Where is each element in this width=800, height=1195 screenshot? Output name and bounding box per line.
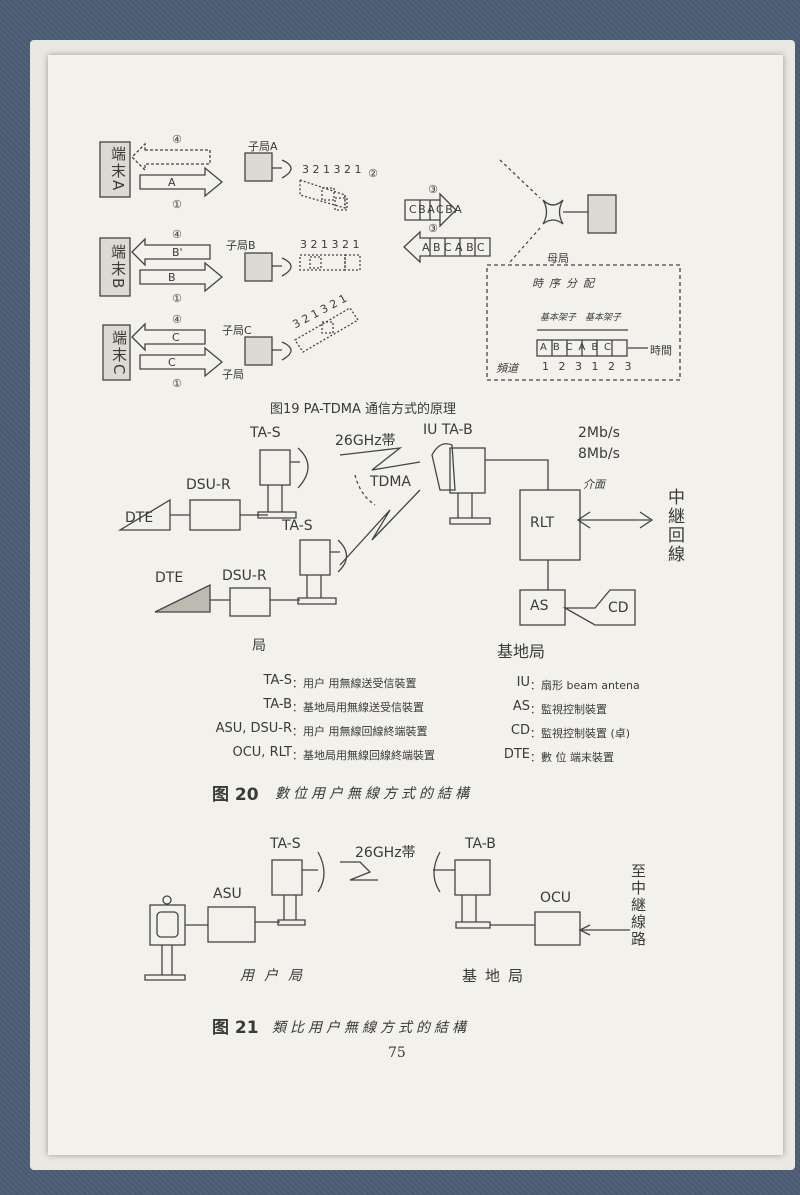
inset-channel: 頻道: [496, 362, 518, 375]
legend-desc: ：用户 用無線回線終端裝置: [292, 725, 428, 738]
relay-line-label: 中継回線: [664, 488, 684, 564]
fig21-caption: 類比用户無線方式的結構: [272, 1020, 470, 1036]
band-label: 26GHz帯: [355, 845, 416, 861]
arrow-label-b: B: [168, 271, 176, 284]
dte-label-2: DTE: [155, 570, 184, 586]
page-number: 75: [388, 1045, 406, 1061]
substation-c-label: 子局C: [222, 324, 252, 337]
legend-desc: ：基地局用無線回線終端裝置: [292, 749, 435, 762]
ta-s-label: TA-S: [250, 425, 281, 441]
fig21-caption-number: 图 21: [212, 1018, 259, 1038]
legend-term: TA-B: [263, 697, 292, 712]
ta-s-label-2: TA-S: [282, 518, 313, 534]
rlt-label: RLT: [530, 515, 555, 531]
interface-label: 介面: [583, 478, 605, 491]
user-station-label: 用户局: [240, 968, 312, 984]
arrow-label-c: C: [168, 356, 176, 369]
inset-frame-label: 基本架子: [585, 313, 622, 323]
step-mark: ①: [172, 377, 182, 390]
band-label: 26GHz帯: [335, 433, 396, 449]
inset-slots: ABCABC: [540, 342, 618, 353]
substation-a-label: 子局A: [248, 140, 278, 153]
fig19-caption: 图19 PA-TDMA 通信方式的原理: [270, 402, 456, 417]
slot-numbers: 3 2 1 3 2 1: [302, 163, 362, 176]
step-mark: ④: [172, 133, 182, 146]
packet-bursts: [294, 179, 361, 353]
legend-term: TA-S: [263, 673, 292, 688]
step-mark: ③: [428, 183, 438, 196]
base-station-label: 基地局: [462, 967, 532, 985]
uplink-frame: CBACBA: [409, 203, 464, 216]
slot-numbers: 3 2 1 3 2 1: [300, 238, 360, 251]
fig20-shapes: [117, 443, 654, 626]
substation-antennas: [272, 159, 292, 361]
legend-term: IU: [516, 675, 530, 690]
step-mark: ③: [428, 222, 438, 235]
fig21-shapes: [144, 851, 630, 981]
user-station-label: 局: [252, 638, 266, 654]
fig20-caption-number: 图 20: [212, 785, 259, 805]
step-mark: ④: [172, 313, 182, 326]
step-mark: ②: [368, 167, 378, 180]
rate-2mbps: 2Mb/s: [578, 425, 620, 441]
step-mark: ④: [172, 228, 182, 241]
legend-desc: ：基地局用無線送受信裝置: [292, 701, 424, 714]
ocu-label: OCU: [540, 890, 572, 906]
satellite-station: [499, 159, 617, 263]
frame-arrows: [403, 192, 491, 264]
as-label: AS: [530, 598, 549, 614]
to-relay-line-label: 至中継線路: [629, 863, 647, 948]
inset-slots: [536, 329, 648, 357]
step-mark: ①: [172, 198, 182, 211]
inset-frame-label: 基本架子: [540, 313, 577, 323]
base-station-label: 基地局: [497, 642, 546, 661]
ta-s-label: TA-S: [270, 836, 301, 852]
data-arrows: [131, 142, 224, 378]
legend-desc: ：監視控制裝置 (卓): [530, 727, 631, 740]
legend-term: CD: [510, 723, 530, 738]
arrow-label-c-top: C: [172, 331, 180, 344]
iu-ta-b-label: IU TA-B: [423, 422, 473, 438]
terminal-b-label: 端末B: [109, 244, 127, 291]
master-station-label: 母局: [547, 252, 569, 265]
fig20-caption: 數位用户無線方式的結構: [275, 786, 473, 802]
terminal-a-label: 端末A: [109, 146, 127, 193]
tdma-label: TDMA: [370, 474, 411, 490]
legend-desc: ：扇形 beam antena: [530, 679, 640, 692]
legend-term: DTE: [503, 747, 530, 762]
dsu-r-label: DSU-R: [186, 477, 231, 493]
legend-term: AS: [512, 699, 530, 714]
substation-boxes: [244, 152, 273, 366]
arrow-label-a: A: [168, 176, 176, 189]
terminal-boxes: [99, 141, 131, 381]
dsu-r-label-2: DSU-R: [222, 568, 267, 584]
substation-b-label: 子局B: [226, 239, 256, 252]
legend-term: ASU, DSU-R: [215, 721, 292, 736]
frame-slots: [419, 200, 476, 256]
downlink-frame: ABCABC: [422, 241, 489, 254]
inset-numbers: 1 2 3 1 2 3: [542, 360, 635, 373]
substation-label: 子局: [222, 368, 244, 381]
terminal-c-label: 端末C: [110, 330, 128, 377]
step-mark: ①: [172, 292, 182, 305]
dte-label: DTE: [125, 510, 154, 526]
legend-term: OCU, RLT: [232, 745, 292, 760]
legend-desc: ：數 位 端末裝置: [530, 751, 614, 764]
arrow-label-b-prime: B': [172, 246, 183, 259]
legend-desc: ：監視控制裝置: [530, 703, 607, 716]
ta-b-label: TA-B: [465, 836, 496, 852]
inset-time: 時間: [650, 344, 672, 357]
legend-desc: ：用户 用無線送受信裝置: [292, 677, 417, 690]
asu-label: ASU: [213, 886, 242, 902]
rate-8mbps: 8Mb/s: [578, 446, 620, 462]
cd-label: CD: [608, 600, 629, 616]
inset-title: 時序分配: [532, 277, 600, 290]
